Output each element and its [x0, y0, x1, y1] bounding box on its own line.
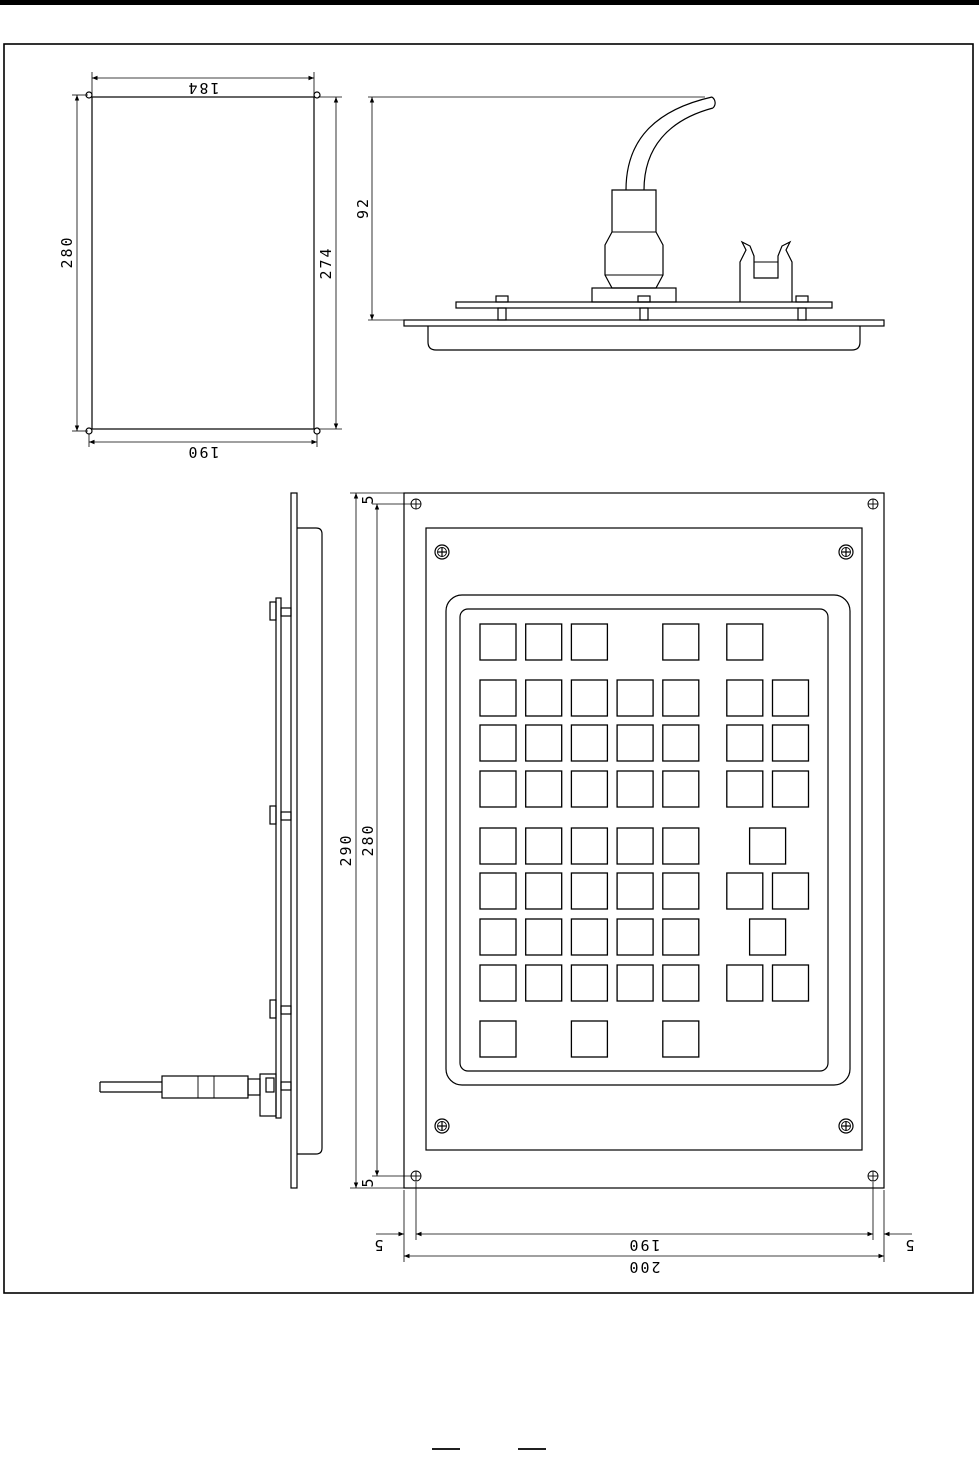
keypad-key — [571, 919, 607, 955]
side-view: 92 — [354, 97, 884, 350]
keypad-key — [571, 828, 607, 864]
keypad-key — [480, 624, 516, 660]
keypad-key — [617, 725, 653, 761]
dim-text-front-bottom-margin: 5 — [359, 1176, 377, 1187]
screw-bl — [435, 1119, 449, 1133]
keypad-key — [571, 965, 607, 1001]
keypad-key — [480, 919, 516, 955]
keypad-key — [617, 965, 653, 1001]
cable — [626, 97, 712, 190]
keypad-key — [663, 965, 699, 1001]
dim-text-front-hole-width: 190 — [627, 1236, 660, 1254]
keypad-key — [663, 873, 699, 909]
keypad-keys — [480, 624, 809, 1057]
keypad-key — [571, 1021, 607, 1057]
keypad-key — [617, 828, 653, 864]
keypad-key — [526, 965, 562, 1001]
keypad-key — [773, 965, 809, 1001]
keypad-key — [663, 680, 699, 716]
keypad-key — [617, 680, 653, 716]
keypad-key — [571, 624, 607, 660]
profile-panel — [291, 493, 297, 1188]
keypad-key — [727, 680, 763, 716]
keypad-key — [663, 624, 699, 660]
keypad-key — [526, 680, 562, 716]
keypad-key — [526, 624, 562, 660]
keypad-key — [526, 725, 562, 761]
dim-text-front-total-height: 290 — [337, 833, 355, 866]
panel-cutout-view: 184 280 274 190 — [58, 72, 342, 461]
keypad-key — [526, 828, 562, 864]
keypad-key — [480, 771, 516, 807]
keypad-key — [617, 771, 653, 807]
keypad-key — [617, 919, 653, 955]
keypad-key — [773, 873, 809, 909]
keypad-key — [750, 919, 786, 955]
dim-text-cutout-left: 280 — [58, 235, 76, 268]
keypad-key — [773, 771, 809, 807]
header-rule — [0, 0, 979, 5]
keypad-key — [727, 771, 763, 807]
keypad-key — [526, 771, 562, 807]
keypad-key — [663, 919, 699, 955]
keypad-key — [480, 1021, 516, 1057]
dim-text-cutout-bottom: 190 — [186, 443, 219, 461]
keypad-key — [663, 828, 699, 864]
front-panel-side — [404, 320, 884, 326]
keypad-key — [571, 725, 607, 761]
keypad-key — [571, 680, 607, 716]
keypad-key — [773, 680, 809, 716]
keypad-key — [773, 725, 809, 761]
dim-text-cutout-right: 274 — [317, 246, 335, 279]
keypad-key — [727, 624, 763, 660]
dim-text-cutout-top: 184 — [186, 79, 219, 97]
profile-bezel — [297, 528, 322, 1154]
cutout-rectangle — [92, 97, 314, 429]
keypad-key — [663, 725, 699, 761]
side-profile-view — [100, 493, 322, 1188]
keypad-key — [480, 725, 516, 761]
dim-text-side-height: 92 — [354, 197, 372, 219]
dim-text-front-total-width: 200 — [627, 1258, 660, 1276]
dim-text-front-top-margin: 5 — [359, 493, 377, 504]
keypad-key — [727, 965, 763, 1001]
screw-tr — [839, 545, 853, 559]
card-clip — [740, 242, 792, 302]
keypad-key — [526, 873, 562, 909]
keypad-key — [480, 873, 516, 909]
keypad-key — [526, 919, 562, 955]
bezel-side — [428, 326, 860, 350]
keypad-key — [480, 828, 516, 864]
front-view: 290 280 5 5 190 200 5 5 — [337, 493, 915, 1276]
keypad-key — [727, 725, 763, 761]
profile-connector — [162, 1076, 248, 1098]
keypad-key — [663, 1021, 699, 1057]
keypad-key — [617, 873, 653, 909]
dim-text-front-left-margin: 5 — [372, 1236, 383, 1254]
connector — [605, 190, 663, 288]
dim-text-front-hole-height: 280 — [359, 823, 377, 856]
profile-pcb — [276, 598, 281, 1118]
keypad-key — [663, 771, 699, 807]
pcb-board — [456, 302, 832, 308]
keypad-key — [480, 965, 516, 1001]
keypad-key — [480, 680, 516, 716]
keypad-key — [571, 873, 607, 909]
dim-text-front-right-margin: 5 — [903, 1236, 914, 1254]
keypad-key — [727, 873, 763, 909]
keypad-key — [750, 828, 786, 864]
screw-tl — [435, 545, 449, 559]
keypad-key — [571, 771, 607, 807]
screw-br — [839, 1119, 853, 1133]
